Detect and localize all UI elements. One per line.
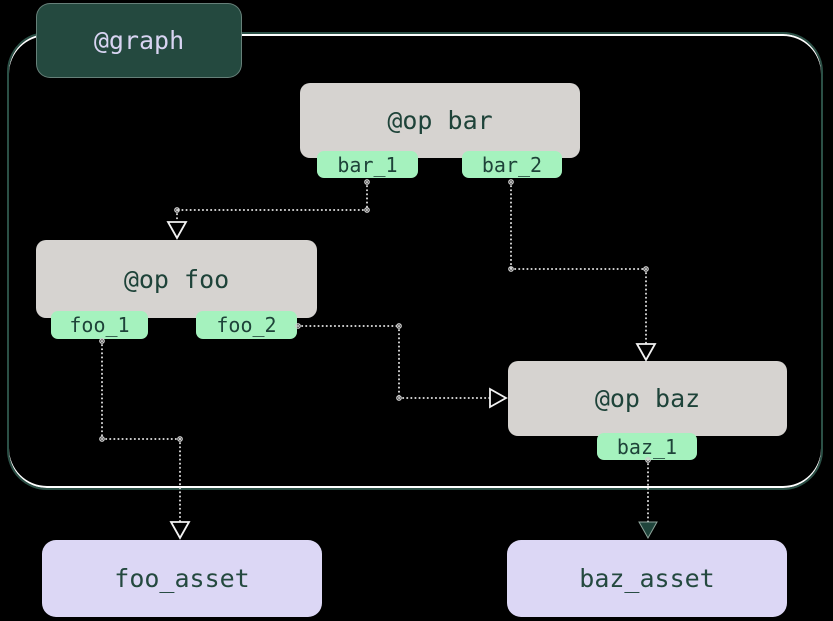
output-handle-foo-2[interactable]: foo_2 [196,311,297,339]
output-handle-baz-1-label: baz_1 [616,434,678,459]
graph-container-border [7,32,823,490]
op-bar-title: @op bar [387,106,493,135]
output-handle-bar-2[interactable]: bar_2 [462,151,562,178]
op-foo-title: @op foo [123,264,230,294]
op-baz-title: @op baz [594,384,701,413]
output-handle-foo-1-label: foo_1 [69,313,130,337]
graph-label-text: @graph [93,26,185,55]
output-handle-baz-1[interactable]: baz_1 [597,433,697,460]
arrowhead-filled [638,521,658,540]
asset-foo-label: foo_asset [114,564,250,593]
output-handle-bar-1[interactable]: bar_1 [317,151,418,178]
op-node-baz[interactable]: @op baz baz_1 [508,361,787,460]
arrowhead-open [169,521,191,540]
asset-baz-label: baz_asset [579,564,715,593]
asset-node-foo-asset[interactable]: foo_asset [42,540,322,617]
op-node-bar[interactable]: @op bar bar_1 bar_2 [300,83,580,178]
output-handle-bar-1-label: bar_1 [337,152,398,177]
op-node-foo[interactable]: @op foo foo_1 foo_2 [36,240,317,339]
output-handle-foo-2-label: foo_2 [216,313,277,337]
graph-label[interactable]: @graph [36,3,242,78]
output-handle-foo-1[interactable]: foo_1 [51,311,148,339]
asset-node-baz-asset[interactable]: baz_asset [507,540,787,617]
output-handle-bar-2-label: bar_2 [481,152,543,177]
